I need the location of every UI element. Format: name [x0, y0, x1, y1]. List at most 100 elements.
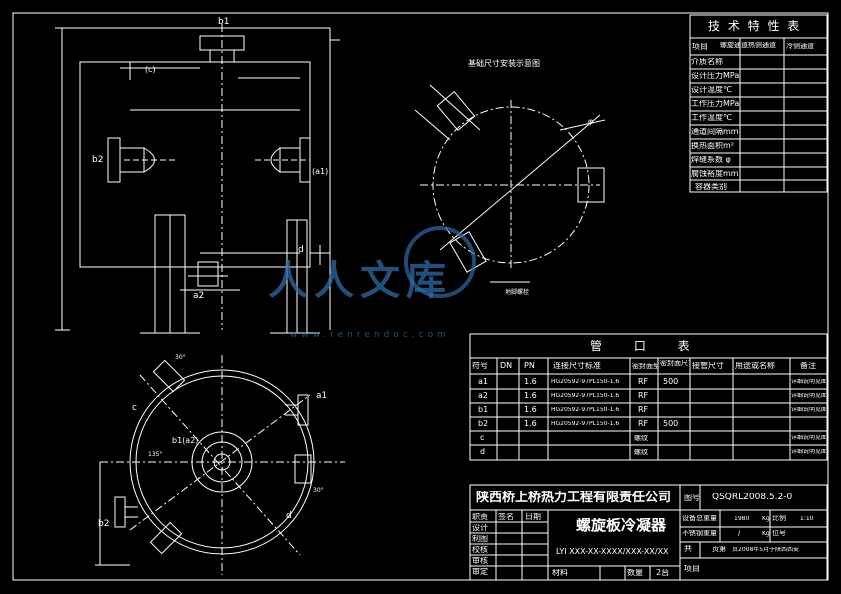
drawing-no-label: 图号 [684, 494, 700, 502]
nozzle-cell: a2 [478, 392, 488, 400]
label-d: d [298, 245, 304, 255]
label-a1: (a1) [312, 167, 329, 176]
drawing-no: QSQRL2008.5.2-0 [712, 493, 793, 502]
watermark-text: 人人文库 [268, 258, 452, 304]
position-label: 位号 [772, 530, 786, 537]
tech-row: 介质名称 [691, 58, 723, 66]
role-header: 日期 [525, 513, 541, 521]
product-name: 螺旋板冷凝器 [576, 518, 667, 533]
tech-table-title: 技 术 特 性 表 [708, 20, 802, 32]
nozzle-cell: 1.6 [524, 406, 537, 414]
nozzle-header: 接管尺寸 [692, 362, 724, 370]
tech-col-hot: 螺旋通道热侧通道 [720, 42, 776, 49]
label-anchor: 地脚螺栓 [505, 289, 530, 296]
title-block-grid [469, 484, 828, 581]
total-label: 共 [684, 545, 692, 553]
nozzle-header: 用途或名称 [735, 362, 775, 370]
nozzle-cell: HG20592-97PL150-1.6 [551, 407, 620, 413]
tech-col-item: 项目 [692, 43, 708, 51]
nozzle-header: 符号 [472, 362, 488, 370]
nozzle-header: 密封面尺寸 [660, 360, 690, 367]
tech-row: 换热面积m² [691, 142, 734, 150]
watermark-logo [404, 226, 476, 298]
plan-angle-2: 135° [148, 451, 163, 458]
page-label: 页第 [712, 546, 726, 553]
equip-weight-value: 1980 [734, 516, 750, 522]
qty-label: 数量 [627, 569, 643, 577]
label-a2: a2 [193, 291, 205, 301]
scale-label: 比例 [772, 515, 786, 522]
tech-row: 焊缝系数 φ [691, 156, 731, 164]
material-label: 材料 [552, 569, 568, 577]
drawing-frame [12, 12, 829, 581]
nozzle-cell: HG20592-97PL150-1.6 [551, 421, 620, 427]
nozzle-cell: 500 [663, 420, 679, 428]
role-header: 签名 [498, 513, 514, 521]
role-row: 审定 [472, 568, 488, 576]
label-phi: φ [588, 117, 594, 126]
plan-angle-3: 30° [313, 487, 324, 494]
nozzle-cell: RF [638, 406, 649, 414]
nozzle-cell: 1.6 [524, 378, 537, 386]
plan-label-a1: a1 [316, 391, 328, 401]
elevation-view [55, 24, 340, 334]
role-header: 职责 [472, 513, 488, 521]
tech-row: 工作温度℃ [691, 114, 732, 122]
tech-row: 设计温度℃ [691, 86, 732, 94]
project-label: 项目 [684, 565, 700, 573]
nozzle-cell: RF [638, 378, 649, 386]
nozzle-cell: 500 [663, 378, 679, 386]
nozzle-cell: 螺纹 [634, 435, 648, 442]
page-note: 页2008年5月于陕西西安 [732, 547, 800, 553]
plan-label-b1a2: b1(a2) [172, 436, 199, 445]
nozzle-header: DN [500, 362, 513, 370]
nozzle-table-title: 管 口 表 [590, 340, 704, 352]
steel-weight-value: / [738, 530, 741, 537]
nozzle-cell: c [480, 434, 485, 442]
label-b2: b2 [92, 155, 104, 165]
nozzle-header: 密封面型式 [632, 363, 658, 370]
steel-weight-unit: Kg [762, 531, 770, 537]
nozzle-header: PN [524, 362, 535, 370]
role-row: 审核 [472, 557, 488, 565]
steel-weight-label: 不锈钢重量 [682, 530, 717, 537]
company-name: 陕西桥上桥热力工程有限责任公司 [476, 491, 672, 504]
label-c: (c) [145, 65, 156, 74]
label-b1: b1 [218, 17, 230, 27]
tech-row: 工作压力MPa [691, 100, 740, 108]
nozzle-header: 连接尺寸标准 [553, 362, 601, 370]
nozzle-cell: 详细说明见图纸 [791, 393, 826, 399]
nozzle-table-grid [469, 333, 828, 461]
foundation-view [414, 84, 606, 283]
nozzle-cell: b1 [478, 406, 489, 414]
nozzle-cell: 详细说明见图纸 [791, 449, 826, 455]
nozzle-header: 备注 [800, 362, 816, 370]
tech-row: 容器类别 [695, 183, 727, 191]
nozzle-cell: 详细说明见图纸 [791, 435, 826, 441]
plan-label-c: c [132, 403, 137, 413]
equip-weight-label: 设备总重量 [682, 515, 717, 522]
plan-angle-1: 30° [175, 354, 186, 361]
plan-label-b2: b2 [98, 519, 110, 529]
foundation-title: 基础尺寸安装示意图 [468, 59, 540, 68]
nozzle-cell: RF [638, 420, 649, 428]
nozzle-cell: 螺纹 [634, 449, 648, 456]
qty-value: 2台 [656, 569, 670, 577]
watermark-url: www.renrendoc.com [290, 330, 450, 340]
nozzle-cell: 详细说明见图纸 [791, 407, 826, 413]
equip-weight-unit: Kg [762, 516, 770, 522]
tech-table-grid [689, 14, 828, 193]
tech-row: 通道间隔mm [691, 128, 739, 136]
nozzle-cell: HG20592-97PL150-1.6 [551, 379, 620, 385]
nozzle-cell: 1.6 [524, 392, 537, 400]
role-row: 制图 [472, 535, 488, 543]
nozzle-cell: 详细说明见图纸 [791, 379, 826, 385]
tech-row: 腐蚀裕度mm [691, 170, 739, 178]
tech-row: 设计压力MPa [691, 72, 740, 80]
nozzle-cell: HG20592-97PL150-1.6 [551, 393, 620, 399]
nozzle-cell: d [480, 448, 486, 456]
tech-col-cold: 冷侧通道 [786, 43, 814, 50]
nozzle-cell: b2 [478, 420, 489, 428]
nozzle-cell: a1 [478, 378, 488, 386]
